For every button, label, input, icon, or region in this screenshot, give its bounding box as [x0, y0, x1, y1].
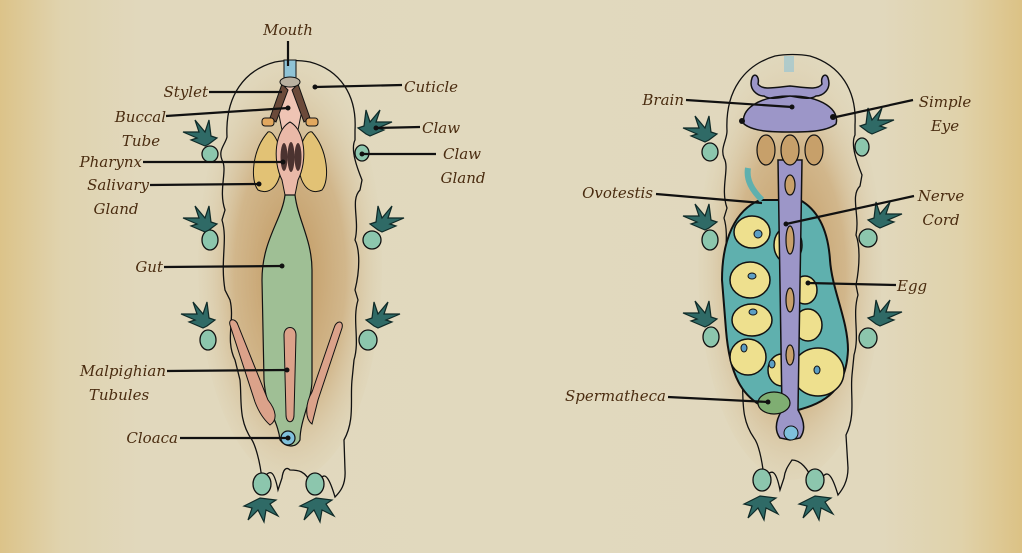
label-salivary-gland-line1: Salivary — [87, 176, 149, 194]
label-nerve-cord-line1: Nerve — [917, 187, 965, 205]
label-simple-eye-line1: Simple — [919, 93, 972, 111]
label-cloaca: Cloaca — [126, 429, 178, 447]
egg — [731, 303, 773, 337]
leg-right-3 — [858, 299, 903, 349]
stylet — [269, 83, 311, 123]
label-buccal-tube-line1: Buccal — [114, 108, 166, 126]
simple-eye-right — [830, 114, 836, 120]
leg-right-1 — [854, 107, 895, 157]
brain — [742, 74, 838, 133]
label-brain: Brain — [641, 91, 684, 109]
cuticle-outline — [220, 59, 363, 499]
malpighian-tubule-center — [283, 327, 297, 423]
label-egg: Egg — [896, 277, 927, 295]
egg — [733, 215, 771, 249]
leg-hind-left — [743, 468, 779, 521]
spermatheca — [757, 391, 791, 415]
malpighian-tubule-left — [229, 319, 276, 426]
leg-right-3 — [358, 301, 401, 351]
leg-right-2 — [858, 201, 903, 248]
egg — [729, 338, 767, 376]
label-claw: Claw — [422, 119, 460, 137]
leg-hind-right — [299, 472, 335, 523]
leg-left-3 — [682, 300, 720, 348]
leg-left-2 — [182, 205, 219, 251]
label-buccal-tube-line2: Tube — [122, 132, 160, 150]
leg-left-2 — [682, 203, 719, 251]
label-spermatheca: Spermatheca — [565, 387, 666, 405]
label-gut: Gut — [135, 258, 164, 276]
label-pharynx: Pharynx — [79, 153, 143, 171]
right-tardigrade-nervous-reproductive: Brain Simple Eye Ovotestis Nerve Cord Eg… — [565, 50, 972, 521]
label-simple-eye-line2: Eye — [930, 117, 959, 135]
label-stylet: Stylet — [164, 83, 209, 101]
label-malpighian-line2: Tubules — [89, 386, 150, 404]
left-tardigrade-digestive: Mouth Stylet Cuticle Buccal Tube Claw Cl… — [79, 21, 486, 523]
label-cuticle: Cuticle — [404, 78, 458, 96]
label-ovotestis: Ovotestis — [582, 184, 653, 202]
label-claw-gland-line2: Gland — [441, 169, 486, 187]
leg-hind-right — [798, 468, 834, 521]
gonopore — [783, 425, 799, 441]
leg-hind-left — [243, 472, 279, 523]
leg-left-1 — [682, 115, 719, 162]
label-malpighian-line1: Malpighian — [79, 362, 166, 380]
malpighian-tubule-right — [306, 321, 343, 425]
egg — [729, 261, 771, 299]
label-mouth: Mouth — [262, 21, 313, 39]
label-claw-gland-line1: Claw — [443, 145, 481, 163]
label-salivary-gland-line2: Gland — [94, 200, 139, 218]
label-nerve-cord-line2: Cord — [922, 211, 959, 229]
leg-left-1 — [182, 119, 219, 163]
leg-left-3 — [180, 301, 217, 351]
simple-eye-left — [739, 118, 745, 124]
salivary-gland-right — [298, 131, 328, 192]
leg-right-2 — [362, 205, 405, 250]
gut — [261, 194, 313, 447]
